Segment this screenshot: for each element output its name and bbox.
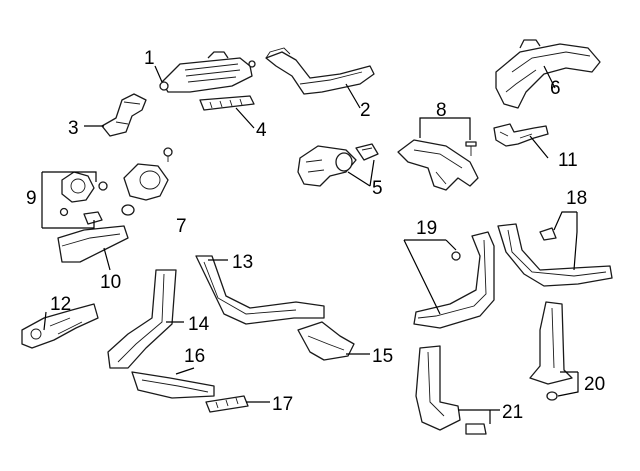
callout-5: 5 <box>372 178 383 199</box>
part-10-duct <box>57 225 129 263</box>
part-12-bracket <box>21 303 99 349</box>
callout-20: 20 <box>584 374 605 395</box>
callout-8: 8 <box>436 100 447 121</box>
part-11-bracket <box>493 123 549 147</box>
callout-21: 21 <box>502 402 523 423</box>
leader-lines <box>41 65 579 424</box>
part-20-duct <box>529 301 573 401</box>
callout-2: 2 <box>360 100 371 121</box>
callout-1: 1 <box>144 48 155 69</box>
part-2-duct <box>265 47 375 95</box>
part-19-duct <box>413 231 495 329</box>
callout-15: 15 <box>372 346 393 367</box>
part-16-duct <box>131 371 215 399</box>
part-9-actuator <box>59 171 108 225</box>
callout-16: 16 <box>184 346 205 367</box>
part-6-duct <box>495 39 601 109</box>
part-17-grille <box>205 395 249 413</box>
part-14-duct <box>107 269 177 369</box>
callout-7: 7 <box>176 216 187 237</box>
part-21-duct <box>415 345 487 435</box>
part-3-duct <box>101 93 147 137</box>
callout-3: 3 <box>68 118 79 139</box>
callout-11: 11 <box>558 150 578 171</box>
callout-18: 18 <box>566 188 587 209</box>
part-18-duct <box>497 223 613 287</box>
part-1-duct <box>159 51 256 93</box>
callout-13: 13 <box>232 252 253 273</box>
part-15-duct <box>297 321 355 361</box>
part-5-duct <box>297 143 379 187</box>
callout-9: 9 <box>26 188 37 209</box>
callout-labels: 1 2 3 4 5 6 7 8 9 10 11 12 13 14 15 16 1… <box>26 48 605 423</box>
part-8-duct <box>397 139 479 191</box>
callout-12: 12 <box>50 294 71 315</box>
part-4-grille <box>199 95 255 111</box>
callout-4: 4 <box>256 120 267 141</box>
callout-19: 19 <box>416 218 437 239</box>
part-13-duct <box>195 255 325 325</box>
callout-14: 14 <box>188 314 210 335</box>
callout-17: 17 <box>272 394 293 415</box>
callout-10: 10 <box>100 272 121 293</box>
callout-6: 6 <box>550 78 561 99</box>
part-7-elbow <box>121 147 173 216</box>
